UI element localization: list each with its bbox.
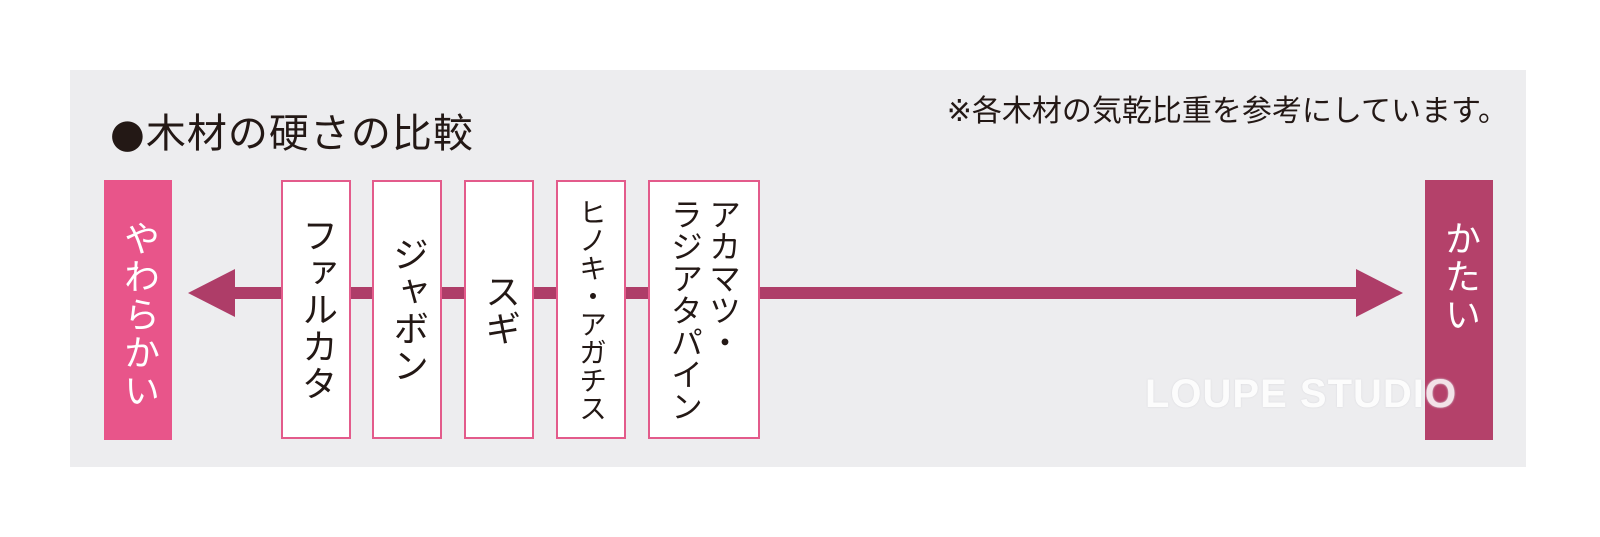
watermark-logo: LOUPE STUDIO — [1145, 372, 1458, 416]
left-arrowhead — [188, 269, 235, 317]
soft-label: やわらかい — [118, 220, 159, 410]
wood-label: ジャボン — [387, 235, 428, 384]
wood-box-hinoki-agathis: ヒノキ・アガチス — [556, 180, 626, 439]
soft-pole: やわらかい — [104, 180, 172, 440]
wood-box-sugi: スギ — [464, 180, 534, 439]
wood-label: ヒノキ・アガチス — [575, 197, 608, 422]
hard-label: かたい — [1439, 220, 1480, 334]
wood-box-falcata: ファルカタ — [281, 180, 351, 439]
wood-label: ファルカタ — [296, 217, 337, 402]
right-arrowhead — [1356, 269, 1403, 317]
wood-label: スギ — [479, 272, 520, 347]
wood-label: アカマツ・ ラジアタパイン — [666, 197, 742, 422]
wood-box-akamatsu-radiata: アカマツ・ ラジアタパイン — [648, 180, 760, 439]
diagram-title: ●木材の硬さの比較 — [110, 111, 474, 157]
wood-box-jabon: ジャボン — [372, 180, 442, 439]
hard-pole: かたい — [1425, 180, 1493, 440]
reference-note: ※各木材の気乾比重を参考にしています。 — [946, 94, 1508, 129]
